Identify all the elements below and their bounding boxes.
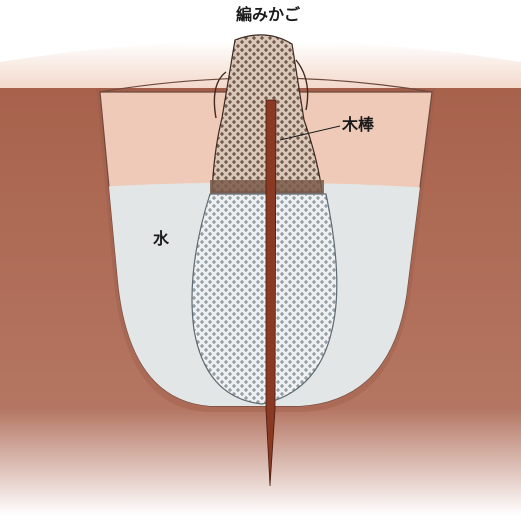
water-label: 水 xyxy=(153,229,170,248)
basket-label: 編みかご xyxy=(236,5,300,24)
stick-label: 木棒 xyxy=(341,115,375,134)
